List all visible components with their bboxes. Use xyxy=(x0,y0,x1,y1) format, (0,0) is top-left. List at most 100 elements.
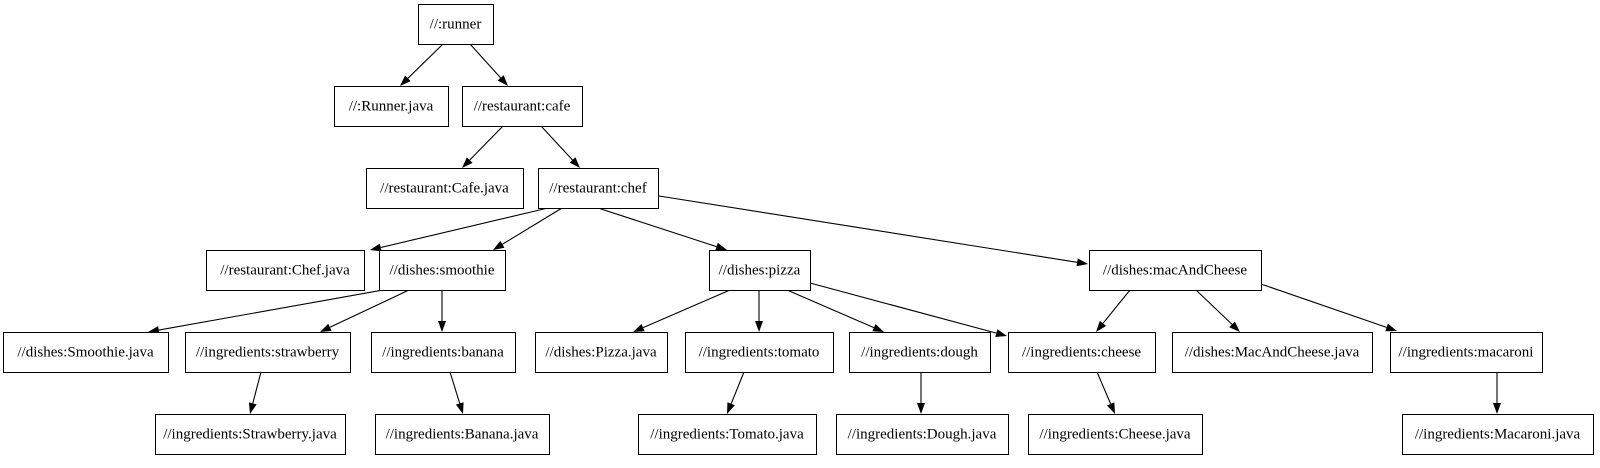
node-box[interactable] xyxy=(849,332,991,373)
node-box[interactable] xyxy=(709,250,811,291)
edge-line xyxy=(658,195,1078,263)
graph-node-strawberry_java[interactable]: //ingredients:Strawberry.java xyxy=(155,414,346,455)
graph-edge xyxy=(248,371,262,414)
arrowhead-icon xyxy=(1493,403,1501,414)
graph-edge xyxy=(469,43,508,86)
graph-node-pizza_java[interactable]: //dishes:Pizza.java xyxy=(535,332,668,373)
graph-node-restaurant_chef[interactable]: //restaurant:chef xyxy=(538,168,659,209)
node-box[interactable] xyxy=(1089,250,1262,291)
graph-node-restaurant_cafe[interactable]: //restaurant:cafe xyxy=(462,86,583,127)
graph-node-cafe_java[interactable]: //restaurant:Cafe.java xyxy=(366,168,524,209)
graph-node-ing_macaroni[interactable]: //ingredients:macaroni xyxy=(1390,332,1543,373)
graph-edge xyxy=(449,371,464,414)
node-box[interactable] xyxy=(375,414,550,455)
node-box[interactable] xyxy=(371,332,516,373)
graph-edge xyxy=(493,207,563,250)
edge-line xyxy=(809,282,997,334)
graph-edge xyxy=(809,282,1007,338)
node-label: //restaurant:cafe xyxy=(474,98,571,114)
node-label: //ingredients:tomato xyxy=(699,344,820,360)
graph-node-banana_java[interactable]: //ingredients:Banana.java xyxy=(375,414,550,455)
node-box[interactable] xyxy=(334,86,449,127)
node-label: //dishes:Smoothie.java xyxy=(17,344,154,360)
edge-line xyxy=(1096,371,1112,405)
node-label: //ingredients:Macaroni.java xyxy=(1415,426,1581,442)
edge-line xyxy=(786,289,875,329)
graph-node-macandcheese_java[interactable]: //dishes:MacAndCheese.java xyxy=(1172,332,1373,373)
edge-line xyxy=(730,371,745,405)
edge-line xyxy=(469,43,502,79)
arrowhead-icon xyxy=(1385,323,1397,332)
node-label: //ingredients:macaroni xyxy=(1399,344,1534,360)
graph-node-macaroni_java[interactable]: //ingredients:Macaroni.java xyxy=(1402,414,1594,455)
graph-node-chef_java[interactable]: //restaurant:Chef.java xyxy=(206,250,365,291)
node-label: //restaurant:Cafe.java xyxy=(380,180,509,196)
node-box[interactable] xyxy=(462,86,583,127)
arrowhead-icon xyxy=(1229,321,1240,332)
graph-node-tomato_java[interactable]: //ingredients:Tomato.java xyxy=(638,414,817,455)
node-label: //restaurant:chef xyxy=(549,180,646,196)
node-label: //dishes:pizza xyxy=(719,262,801,278)
graph-node-ing_cheese[interactable]: //ingredients:cheese xyxy=(1008,332,1156,373)
graph-edge xyxy=(370,207,549,252)
graph-edge xyxy=(917,372,925,414)
graph-edge xyxy=(462,125,504,168)
graph-node-ing_strawberry[interactable]: //ingredients:strawberry xyxy=(185,332,351,373)
edge-line xyxy=(449,371,461,404)
graph-node-dough_java[interactable]: //ingredients:Dough.java xyxy=(836,414,1009,455)
node-box[interactable] xyxy=(1402,414,1594,455)
graph-node-ing_dough[interactable]: //ingredients:dough xyxy=(849,332,991,373)
graph-node-cheese_java[interactable]: //ingredients:Cheese.java xyxy=(1028,414,1203,455)
graph-node-dishes_pizza[interactable]: //dishes:pizza xyxy=(709,250,811,291)
node-box[interactable] xyxy=(379,250,506,291)
node-box[interactable] xyxy=(1172,332,1373,373)
node-label: //ingredients:Strawberry.java xyxy=(163,426,337,442)
graph-edge xyxy=(1096,371,1115,414)
node-label: //dishes:MacAndCheese.java xyxy=(1185,344,1360,360)
arrowhead-icon xyxy=(1076,258,1088,267)
node-box[interactable] xyxy=(366,168,524,209)
arrowhead-icon xyxy=(438,321,446,332)
edge-line xyxy=(252,371,262,404)
edge-line xyxy=(1102,289,1131,324)
graph-edge xyxy=(633,289,731,332)
node-label: //ingredients:Banana.java xyxy=(386,426,539,442)
edge-line xyxy=(597,207,717,248)
graph-edge xyxy=(400,43,444,86)
node-box[interactable] xyxy=(685,332,834,373)
graph-edge xyxy=(540,125,580,168)
node-box[interactable] xyxy=(418,4,494,45)
graph-nodes: //:runner //:Runner.java //restaurant:cafe… xyxy=(3,4,1594,455)
node-box[interactable] xyxy=(538,168,659,209)
node-box[interactable] xyxy=(535,332,668,373)
edge-line xyxy=(642,289,731,329)
graph-node-ing_banana[interactable]: //ingredients:banana xyxy=(371,332,516,373)
node-label: //ingredients:banana xyxy=(382,344,504,360)
node-box[interactable] xyxy=(1390,332,1543,373)
node-box[interactable] xyxy=(1008,332,1156,373)
node-label: //ingredients:Dough.java xyxy=(848,426,997,442)
node-box[interactable] xyxy=(155,414,346,455)
node-label: //dishes:Pizza.java xyxy=(545,344,657,360)
node-box[interactable] xyxy=(638,414,817,455)
arrowhead-icon xyxy=(995,329,1007,338)
graph-node-runner_java[interactable]: //:Runner.java xyxy=(334,86,449,127)
edge-line xyxy=(380,207,549,249)
node-label: //:runner xyxy=(430,16,482,32)
node-box[interactable] xyxy=(206,250,365,291)
node-box[interactable] xyxy=(185,332,351,373)
graph-node-runner[interactable]: //:runner xyxy=(418,4,494,45)
graph-edges xyxy=(148,43,1501,414)
graph-node-dishes_smoothie[interactable]: //dishes:smoothie xyxy=(379,250,506,291)
graph-node-ing_tomato[interactable]: //ingredients:tomato xyxy=(685,332,834,373)
node-label: //ingredients:dough xyxy=(861,344,978,360)
node-label: //ingredients:strawberry xyxy=(196,344,340,360)
graph-node-smoothie_java[interactable]: //dishes:Smoothie.java xyxy=(3,332,169,373)
arrowhead-icon xyxy=(462,157,473,168)
graph-edge xyxy=(320,289,410,332)
node-box[interactable] xyxy=(836,414,1009,455)
node-box[interactable] xyxy=(1028,414,1203,455)
node-box[interactable] xyxy=(3,332,169,373)
arrowhead-icon xyxy=(569,157,580,168)
graph-node-dishes_macandcheese[interactable]: //dishes:macAndCheese xyxy=(1089,250,1262,291)
